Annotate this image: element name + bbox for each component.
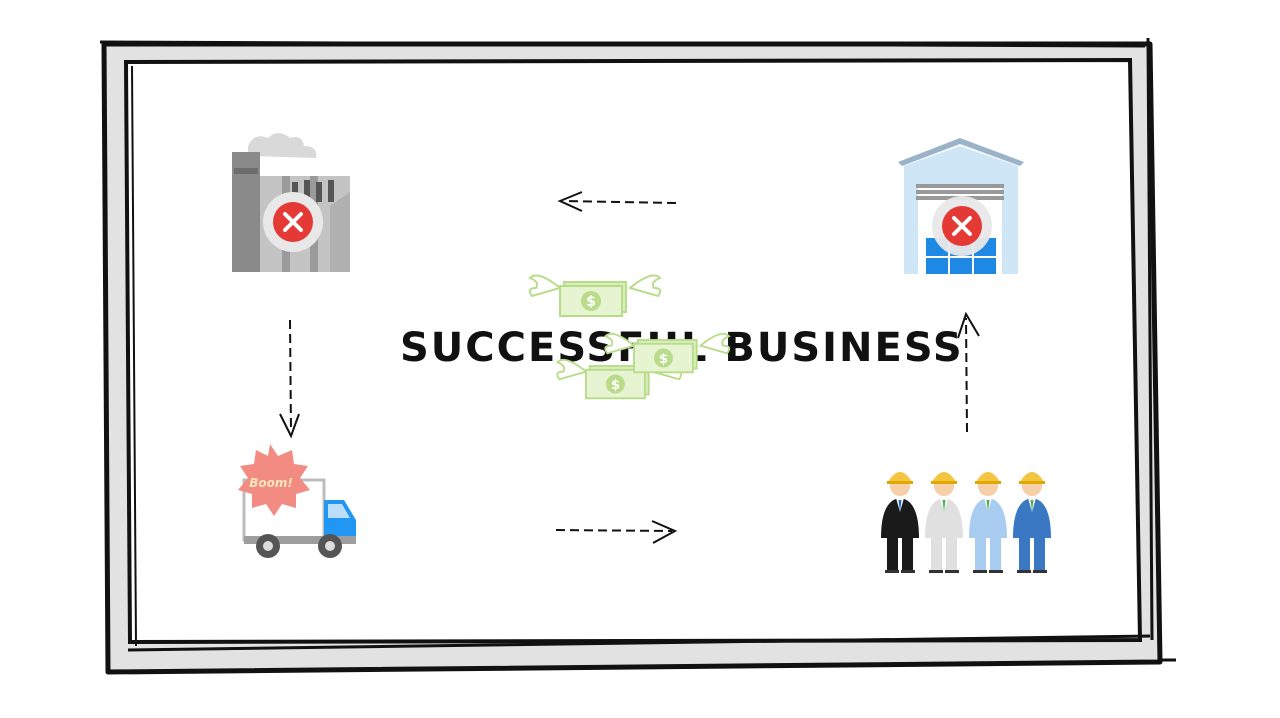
svg-text:$: $ [586, 294, 596, 310]
dollar-bill: $ [528, 274, 662, 317]
worker-figure [881, 472, 919, 573]
svg-text:$: $ [659, 352, 668, 367]
error-x-icon [263, 192, 323, 252]
factory-icon [232, 133, 350, 272]
error-x-icon [932, 196, 992, 256]
arrow-up-icon [957, 311, 980, 433]
dollar-bill: $ [603, 332, 731, 374]
arrow-down-icon [279, 319, 300, 439]
worker-figure [1013, 472, 1051, 573]
svg-text:$: $ [611, 378, 620, 393]
arrow-right-icon [555, 520, 678, 544]
flying-money-icon: $ [528, 274, 662, 317]
worker-figure [925, 472, 963, 573]
arrow-left-icon [557, 191, 677, 212]
worker-figure [969, 472, 1007, 573]
workers-icon [881, 472, 1051, 573]
boom-burst-badge: Boom! [238, 444, 310, 516]
boom-label: Boom! [249, 476, 293, 490]
sketch-frame [99, 37, 1176, 675]
